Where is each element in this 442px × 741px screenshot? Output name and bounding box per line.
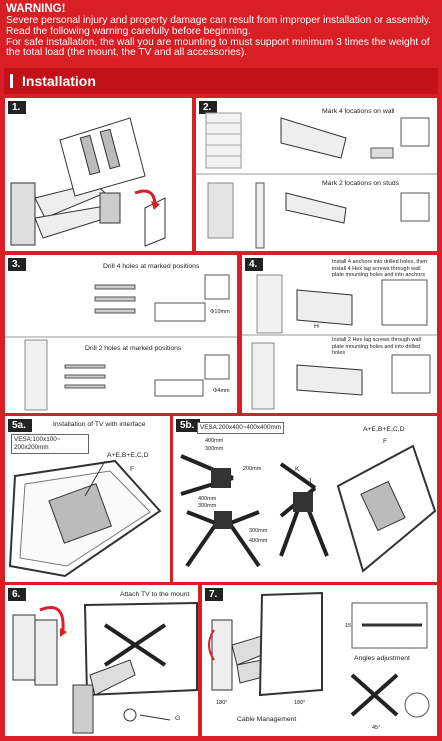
label-install-2: Install 2 Hex lag screws through wall pl… [332, 337, 421, 356]
panel-step-3: 3. Drill 4 holes at marked positions Dri… [5, 255, 237, 413]
panel-step-5b: 5b. VESA:200x400~400x400mm A+E,B+E,C,D F… [173, 416, 437, 582]
attach-tv-illustration [12, 601, 198, 734]
step-7-badge: 7. [205, 588, 224, 601]
label-mark-4: Mark 4 locations on wall [322, 108, 395, 115]
panel-step-7: 7. Angles adjustment Cable Management 18… [202, 585, 437, 736]
deg-15: 15° [345, 623, 354, 629]
panel-step-1: 1. [5, 98, 192, 251]
step-6-badge: 6. [8, 588, 27, 601]
label-f-a: F [130, 466, 135, 473]
dim-300-vert: 300mm [249, 528, 268, 534]
deg-180-b: 180° [294, 700, 306, 706]
dim-300-top: 300mm [205, 446, 224, 452]
label-drill-2: Drill 2 holes at marked positions [85, 345, 182, 352]
label-f-b: F [383, 438, 388, 445]
step-5a-badge: 5a. [8, 419, 32, 432]
panel-step-6: 6. Attach TV to the mount G [5, 585, 198, 736]
label-install-4: Install 4 anchors into drilled holes, th… [332, 259, 428, 278]
dim-400-mid: 400mm [198, 496, 217, 502]
label-tv-interface: Installation of TV with interface [53, 421, 146, 428]
step-2-badge: 2. [199, 101, 218, 114]
label-drill-4: Drill 4 holes at marked positions [103, 263, 200, 270]
vesa-label-b: VESA:200x400~400x400mm [197, 422, 285, 434]
hardware-label-a: A+E,B+E,C,D [107, 452, 149, 459]
label-h-a: H [314, 323, 319, 330]
warning-text-2: For safe installation, the wall you are … [6, 36, 430, 59]
tv-back-illustration-b [180, 444, 437, 573]
deg-180-a: 180° [216, 700, 228, 706]
dim-400-top: 400mm [205, 438, 224, 444]
panel-step-2: 2. Mark 4 locations on wall Mark 2 locat… [196, 98, 437, 251]
step-1-badge: 1. [8, 101, 27, 114]
label-k: K [295, 466, 300, 473]
warning-text-1: Severe personal injury and property dama… [6, 15, 432, 37]
tv-back-illustration-a [8, 459, 162, 578]
warning-title: WARNING! [6, 3, 66, 15]
label-j: J [308, 478, 312, 485]
label-angles: Angles adjustment [354, 655, 410, 662]
bracket-assembly-illustration [10, 117, 166, 247]
step-4-badge: 4. [245, 258, 264, 271]
dim-200: 200mm [243, 466, 262, 472]
step-5b-badge: 5b. [176, 419, 201, 432]
drilling-illustration [5, 274, 237, 411]
label-attach-tv: Attach TV to the mount [120, 591, 190, 598]
label-g: G [175, 715, 181, 722]
dim-300-mid: 300mm [198, 503, 217, 509]
section-title: Installation [4, 68, 438, 94]
panel-step-4: 4. Install 4 anchors into drilled holes,… [242, 255, 437, 413]
dim-400-vert: 400mm [249, 538, 268, 544]
wall-marking-illustration [196, 112, 437, 249]
dim-4mm: Φ4mm [213, 388, 230, 394]
label-cable: Cable Management [237, 716, 297, 723]
step-3-badge: 3. [8, 258, 27, 271]
adjustment-illustration [208, 591, 430, 718]
panel-step-5a: 5a. Installation of TV with interface VE… [5, 416, 170, 582]
label-mark-2: Mark 2 locations on studs [322, 180, 400, 187]
warning-block: WARNING! Severe personal injury and prop… [6, 3, 436, 59]
vesa-label-a: VESA:100x100~ 200x200mm [11, 434, 89, 454]
anchor-install-illustration [242, 274, 437, 410]
dim-10mm-circle: Φ10mm [210, 309, 230, 315]
deg-45: 45° [372, 725, 381, 731]
hardware-label-b: A+E,B+E,C,D [363, 426, 405, 433]
